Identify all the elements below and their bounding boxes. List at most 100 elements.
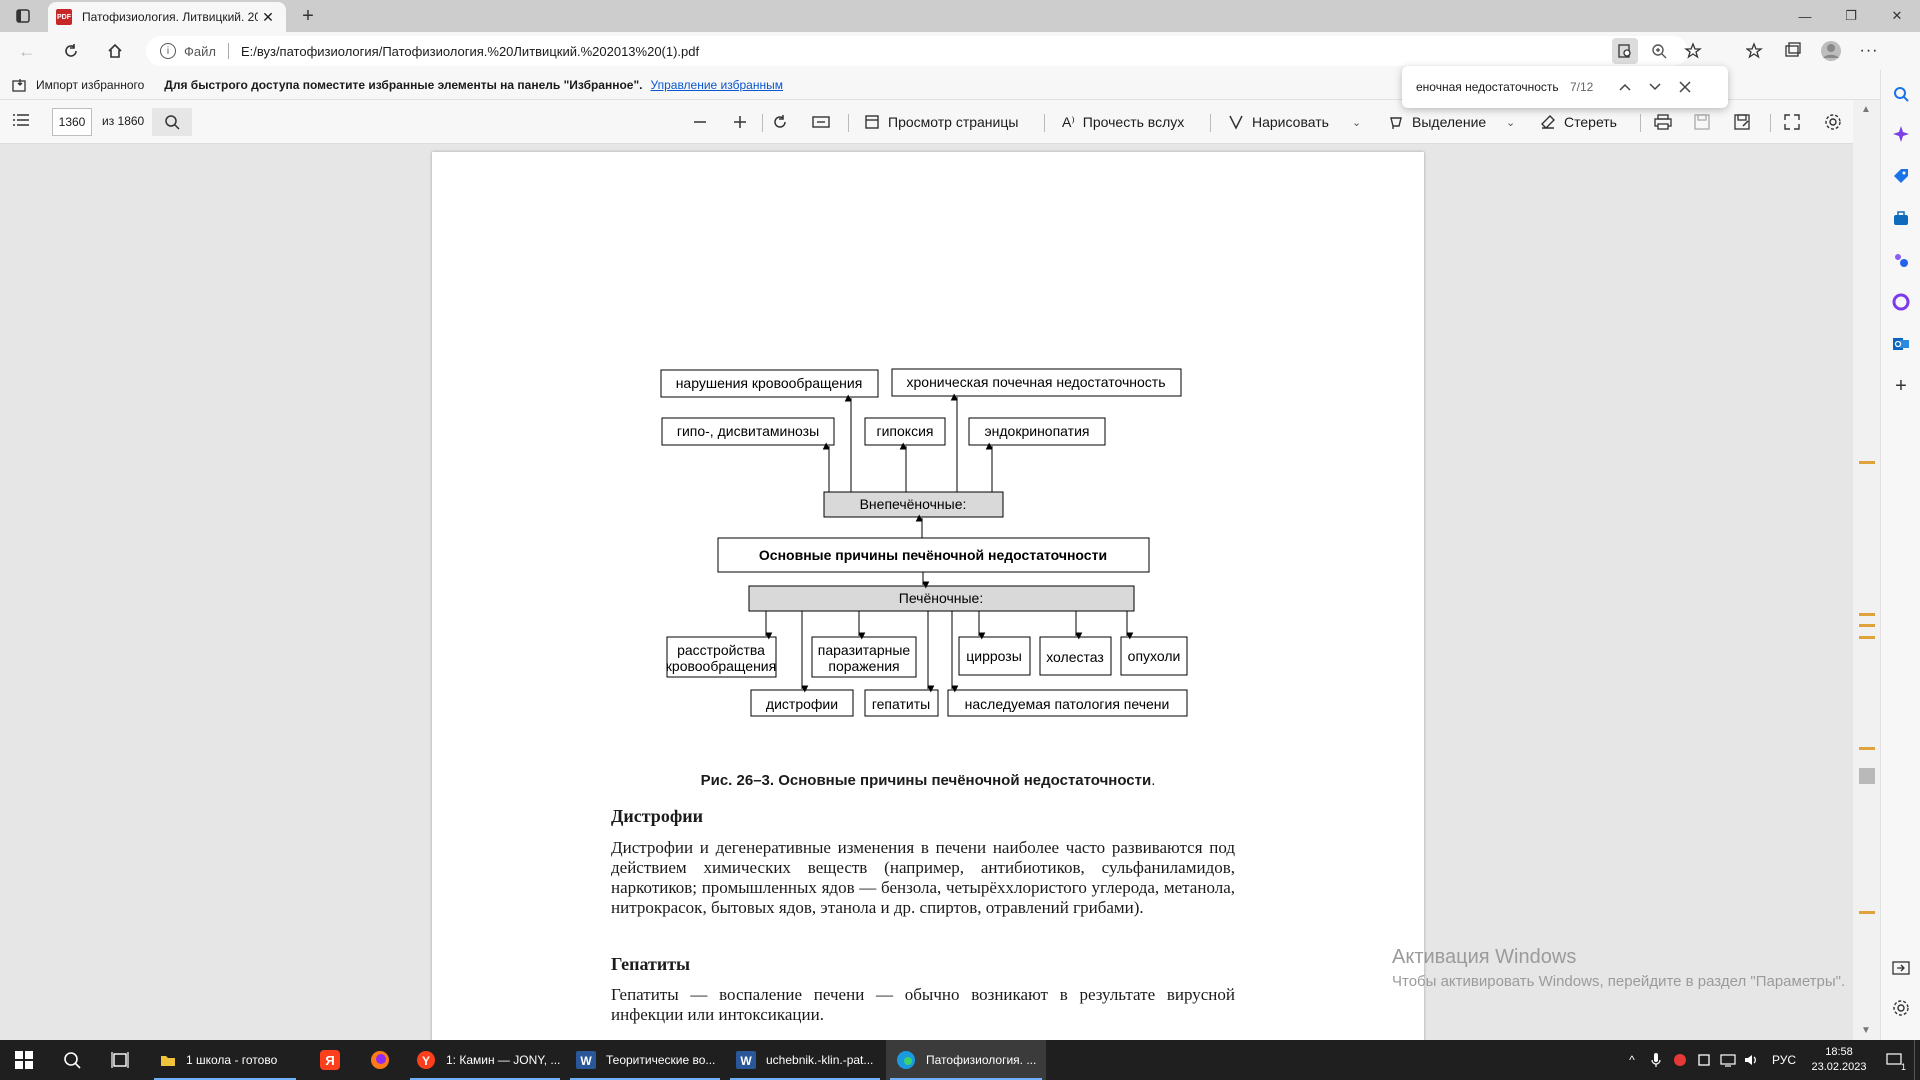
word-icon: W xyxy=(736,1051,756,1069)
highlight-button[interactable]: Выделение xyxy=(1388,108,1486,136)
volume-icon[interactable] xyxy=(1740,1040,1764,1080)
fullscreen-icon[interactable] xyxy=(1784,108,1800,136)
read-aloud-button[interactable]: A⁾ Прочесть вслух xyxy=(1062,108,1184,136)
diagram-box xyxy=(958,636,1031,676)
add-sidebar-app-icon[interactable]: + xyxy=(1895,374,1907,397)
find-next-icon[interactable] xyxy=(1640,72,1670,102)
scroll-up-icon[interactable]: ▲ xyxy=(1861,104,1871,115)
divider xyxy=(1770,114,1771,132)
refresh-icon[interactable] xyxy=(56,37,86,65)
tab-actions-icon[interactable] xyxy=(8,4,38,28)
clock-time: 18:58 xyxy=(1825,1046,1853,1058)
rotate-icon[interactable] xyxy=(772,108,788,136)
pdf-settings-icon[interactable] xyxy=(1824,108,1842,136)
close-tab-icon[interactable]: ✕ xyxy=(262,8,274,25)
vertical-scrollbar[interactable]: ▲ ▼ xyxy=(1853,100,1880,1040)
import-favorites-button[interactable]: Импорт избранного xyxy=(12,78,144,92)
taskbar-app-label: Патофизиология. ... xyxy=(926,1053,1037,1067)
network-icon[interactable] xyxy=(1716,1040,1740,1080)
taskbar-app-word-1[interactable]: W Теоритические во... xyxy=(566,1040,724,1080)
notification-count: 1 xyxy=(1900,1062,1906,1072)
tray-overflow-icon[interactable]: ^ xyxy=(1629,1053,1635,1067)
word-icon: W xyxy=(576,1051,596,1069)
windows-start-icon[interactable] xyxy=(0,1040,48,1080)
task-view-icon[interactable] xyxy=(96,1040,144,1080)
pdf-viewport[interactable]: нарушения кровообращения хроническая поч… xyxy=(0,144,1880,1040)
search-icon[interactable] xyxy=(1889,82,1913,106)
language-indicator[interactable]: РУС xyxy=(1771,1053,1797,1067)
tab-pdf[interactable]: PDF Патофизиология. Литвицкий. 2013 (1).… xyxy=(48,2,286,32)
draw-button[interactable]: Нарисовать xyxy=(1228,108,1329,136)
home-icon[interactable] xyxy=(100,37,130,65)
microphone-icon[interactable] xyxy=(1644,1040,1668,1080)
copilot-icon[interactable] xyxy=(1889,122,1913,146)
scroll-thumb[interactable] xyxy=(1859,768,1875,784)
erase-button[interactable]: Стереть xyxy=(1540,108,1617,136)
highlight-options-chevron-icon[interactable]: ⌄ xyxy=(1506,116,1516,129)
show-desktop-button[interactable] xyxy=(1914,1040,1920,1080)
url-text[interactable]: E:/вуз/патофизиология/Патофизиология.%20… xyxy=(240,43,700,59)
caption-end: . xyxy=(1151,772,1156,789)
zoom-in-icon[interactable] xyxy=(732,108,748,136)
diagram-label: наследуемая патология печени xyxy=(965,696,1170,712)
restore-icon[interactable]: ❐ xyxy=(1845,8,1857,23)
new-tab-icon[interactable]: + xyxy=(302,4,314,27)
microsoft-365-icon[interactable] xyxy=(1889,290,1913,314)
outlook-icon[interactable] xyxy=(1889,332,1913,356)
favorites-message: Для быстрого доступа поместите избранные… xyxy=(164,77,643,92)
search-icon[interactable] xyxy=(48,1040,96,1080)
info-icon[interactable]: i xyxy=(160,43,176,59)
settings-more-icon[interactable]: ··· xyxy=(1859,42,1879,59)
notifications-icon[interactable]: 1 xyxy=(1874,1040,1914,1080)
taskbar-app-explorer[interactable]: 1 школа - готово xyxy=(150,1040,300,1080)
split-screen-icon[interactable] xyxy=(1889,956,1913,980)
yandex-icon[interactable]: Я xyxy=(306,1040,354,1080)
manage-favorites-link[interactable]: Управление избранным xyxy=(650,77,783,92)
find-input[interactable]: еночная недостаточность xyxy=(1416,80,1559,94)
taskbar-app-word-2[interactable]: W uchebnik.-klin.-pat... xyxy=(726,1040,884,1080)
shopping-tag-icon[interactable] xyxy=(1889,164,1913,188)
favorites-icon[interactable] xyxy=(1740,36,1770,66)
tools-icon[interactable] xyxy=(1889,206,1913,230)
tray-app-red-icon[interactable] xyxy=(1668,1040,1692,1080)
zoom-icon[interactable] xyxy=(1646,38,1672,64)
svg-text:W: W xyxy=(580,1054,592,1068)
diagram-box xyxy=(666,636,777,678)
taskbar-app-edge[interactable]: Патофизиология. ... xyxy=(886,1040,1046,1080)
draw-icon xyxy=(1229,115,1243,130)
save-icon[interactable] xyxy=(1694,108,1710,136)
draw-options-chevron-icon[interactable]: ⌄ xyxy=(1352,116,1362,129)
address-bar[interactable]: i Файл E:/вуз/патофизиология/Патофизиоло… xyxy=(146,36,1688,66)
diagram-box xyxy=(717,537,1150,573)
firefox-icon[interactable] xyxy=(356,1040,404,1080)
print-icon[interactable] xyxy=(1654,108,1672,136)
taskbar-app-yandex-music[interactable]: Y 1: Камин — JONY, ... xyxy=(406,1040,564,1080)
profile-avatar[interactable] xyxy=(1816,36,1846,66)
diagram-label: гипо-, дисвитаминозы xyxy=(677,423,819,439)
sidebar-settings-icon[interactable] xyxy=(1889,996,1913,1020)
tray-app-icon[interactable] xyxy=(1692,1040,1716,1080)
svg-text:Я: Я xyxy=(325,1053,334,1068)
find-prev-icon[interactable] xyxy=(1610,72,1640,102)
diagram-label: опухоли xyxy=(1128,648,1181,664)
table-of-contents-icon[interactable] xyxy=(12,112,30,131)
find-on-page-icon[interactable] xyxy=(1612,38,1638,64)
page-number-input[interactable]: 1360 xyxy=(52,108,92,136)
minimize-icon[interactable]: — xyxy=(1798,8,1812,24)
zoom-out-icon[interactable] xyxy=(692,108,708,136)
games-icon[interactable] xyxy=(1889,248,1913,272)
collections-icon[interactable] xyxy=(1778,36,1808,66)
add-favorite-icon[interactable] xyxy=(1680,38,1706,64)
close-window-icon[interactable]: ✕ xyxy=(1891,8,1903,23)
page-total: из 1860 xyxy=(102,114,145,128)
back-icon[interactable]: ← xyxy=(18,40,36,61)
page-view-button[interactable]: Просмотр страницы xyxy=(864,108,1018,136)
fit-page-icon[interactable] xyxy=(812,108,830,136)
tab-title: Патофизиология. Литвицкий. 2013 (1).pdf xyxy=(82,10,258,24)
pdf-search-icon[interactable] xyxy=(152,108,192,136)
scroll-down-icon[interactable]: ▼ xyxy=(1861,1025,1871,1036)
save-as-icon[interactable] xyxy=(1734,108,1750,136)
find-close-icon[interactable] xyxy=(1670,72,1700,102)
search-hit-marker xyxy=(1859,747,1875,750)
